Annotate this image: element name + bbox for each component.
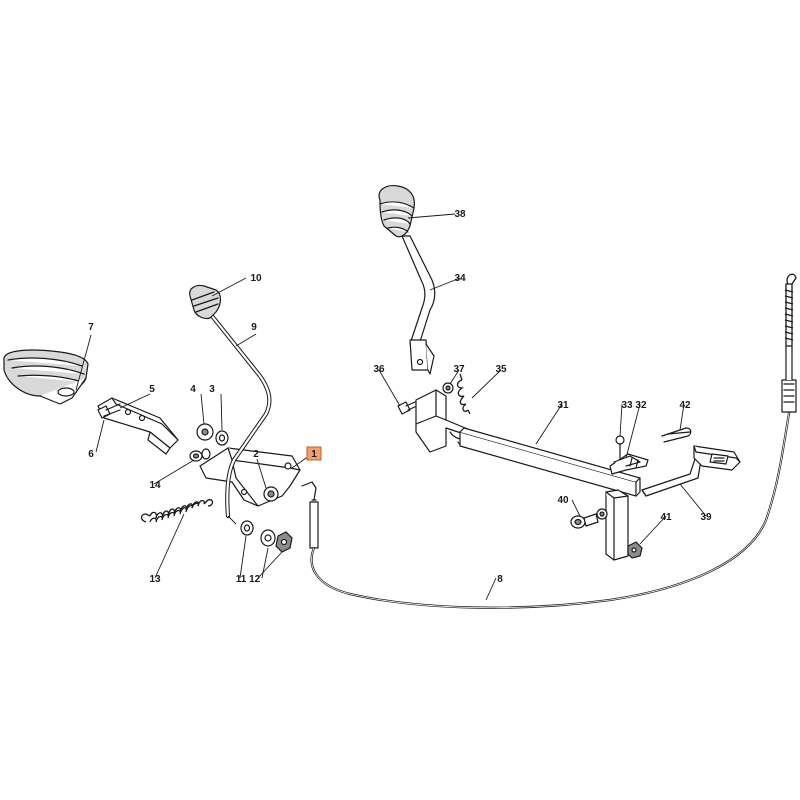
clip-bracket[interactable] — [609, 453, 649, 475]
shift-knob[interactable] — [378, 185, 415, 238]
callout-9[interactable]: 9 — [251, 322, 257, 333]
callout-7[interactable]: 7 — [88, 322, 94, 333]
callout-2[interactable]: 2 — [253, 449, 259, 460]
callout-5[interactable]: 5 — [149, 384, 155, 395]
callout-36[interactable]: 36 — [373, 364, 385, 375]
callout-1[interactable]: 1 — [311, 449, 317, 460]
bushing-14[interactable] — [189, 448, 211, 462]
leader-lines — [75, 213, 707, 601]
callout-4[interactable]: 4 — [190, 384, 196, 395]
washer-11b[interactable] — [260, 529, 276, 547]
cable-end-right[interactable] — [781, 273, 797, 413]
screw-33[interactable] — [615, 435, 625, 459]
shaft-bracket[interactable] — [605, 489, 629, 561]
linkage-plate[interactable] — [693, 445, 741, 471]
callout-38[interactable]: 38 — [454, 209, 466, 220]
callout-37[interactable]: 37 — [453, 364, 465, 375]
spring-clip[interactable] — [456, 373, 471, 415]
nut-12[interactable] — [275, 531, 293, 553]
rod-end-40[interactable] — [570, 508, 608, 529]
linkage-rod[interactable] — [641, 453, 703, 497]
lever-rod[interactable] — [209, 313, 272, 519]
cotter-pin[interactable] — [661, 427, 692, 443]
callout-33-32[interactable]: 33 32 — [621, 400, 646, 411]
nut-37[interactable] — [442, 382, 454, 394]
callout-14[interactable]: 14 — [149, 480, 161, 491]
callout-39[interactable]: 39 — [700, 512, 712, 523]
lever-plate[interactable] — [199, 447, 301, 507]
main-shaft[interactable] — [415, 389, 641, 497]
washer-11a[interactable] — [240, 520, 254, 536]
control-cable[interactable] — [310, 406, 792, 609]
callout-labels: 1 2 3 4 5 6 7 8 9 10 11 12 13 14 31 33 3… — [88, 209, 712, 585]
callout-10[interactable]: 10 — [250, 273, 262, 284]
callout-8[interactable]: 8 — [497, 574, 503, 585]
cable-end-left[interactable] — [301, 481, 319, 549]
lever-knob[interactable] — [189, 284, 222, 320]
nut-41[interactable] — [627, 541, 643, 559]
callout-6[interactable]: 6 — [88, 449, 94, 460]
callout-41[interactable]: 41 — [660, 512, 672, 523]
pedal-arm[interactable] — [97, 397, 179, 455]
pedal-pad[interactable] — [3, 349, 89, 405]
callout-42[interactable]: 42 — [679, 400, 691, 411]
bushing-4[interactable] — [196, 423, 214, 441]
washer-3[interactable] — [215, 430, 229, 446]
tension-spring[interactable] — [140, 499, 214, 523]
callout-11-12[interactable]: 11 12 — [236, 574, 261, 585]
callout-34[interactable]: 34 — [454, 273, 466, 284]
callout-13[interactable]: 13 — [149, 574, 161, 585]
callout-31[interactable]: 31 — [557, 400, 569, 411]
shift-lever[interactable] — [401, 235, 436, 375]
callout-40[interactable]: 40 — [557, 495, 569, 506]
callout-35[interactable]: 35 — [495, 364, 507, 375]
callout-3[interactable]: 3 — [209, 384, 215, 395]
bolt-6[interactable] — [97, 403, 121, 419]
callout-highlight-box — [306, 446, 322, 461]
